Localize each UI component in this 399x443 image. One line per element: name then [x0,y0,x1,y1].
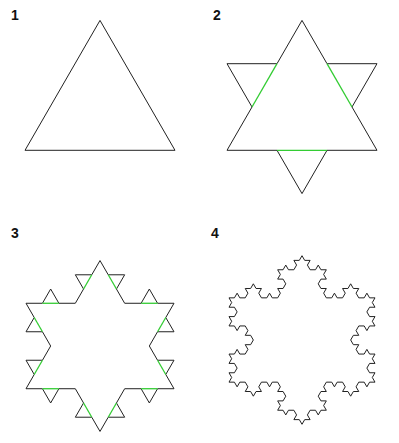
koch-curve [25,20,175,150]
step-number: 4 [210,226,220,240]
removed-segment [158,360,166,374]
removed-segment [34,360,42,374]
removed-segment [84,275,92,289]
removed-segment [141,303,157,304]
removed-segment [277,150,327,151]
removed-segment [252,64,277,107]
removed-segment [327,64,352,107]
removed-segment [42,303,58,304]
removed-segment [108,275,116,289]
step-number: 1 [10,8,20,22]
removed-segment [141,388,157,389]
removed-segment [158,318,166,332]
koch-curve [227,20,377,193]
koch-curve [26,261,174,432]
removed-segment [84,403,92,417]
step-number: 2 [212,8,222,22]
removed-segment [34,318,42,332]
removed-segment [42,388,58,389]
step-number: 3 [10,226,20,240]
removed-segment [108,403,116,417]
koch-curve [229,256,375,425]
